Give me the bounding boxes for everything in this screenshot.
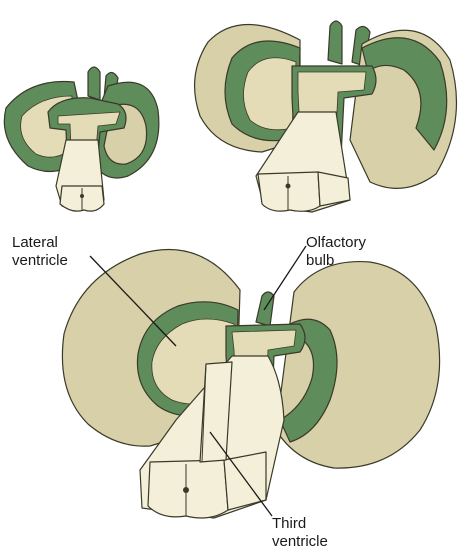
left-lateral-ventricle — [243, 57, 297, 131]
brain-stage-early — [3, 66, 160, 212]
stem-cross-section — [257, 171, 321, 212]
leader-lateral-ventricle — [89, 255, 177, 347]
brain-stage-late — [61, 248, 441, 519]
label-olfactory-line-1: Olfactory — [306, 234, 367, 251]
label-olfactory-bulb: Olfactory bulb — [306, 234, 366, 270]
stem-side — [317, 171, 351, 207]
label-lateral-ventricle: Lateral ventricle — [12, 234, 68, 270]
label-third-line-1: Third — [272, 515, 307, 532]
leader-olfactory-bulb — [263, 245, 307, 311]
label-olfactory-line-2: bulb — [306, 252, 335, 269]
central-canal — [80, 194, 84, 198]
right-hemisphere-wall — [361, 37, 448, 151]
olfactory-stalk — [87, 66, 101, 101]
label-third-ventricle: Third ventricle — [272, 515, 328, 551]
stem-groove — [201, 363, 207, 463]
central-canal — [285, 183, 291, 189]
label-lateral-line-1: Lateral — [12, 234, 58, 251]
label-third-line-2: ventricle — [272, 533, 328, 550]
leader-third-ventricle — [209, 431, 273, 517]
label-lateral-line-2: ventricle — [12, 252, 68, 269]
stem-ridge — [199, 361, 233, 463]
brain-stage-middle — [194, 20, 458, 213]
central-canal — [183, 487, 189, 493]
stem-side — [223, 451, 267, 511]
right-hemisphere-wall — [279, 318, 338, 443]
olfactory-stalk — [327, 20, 343, 65]
